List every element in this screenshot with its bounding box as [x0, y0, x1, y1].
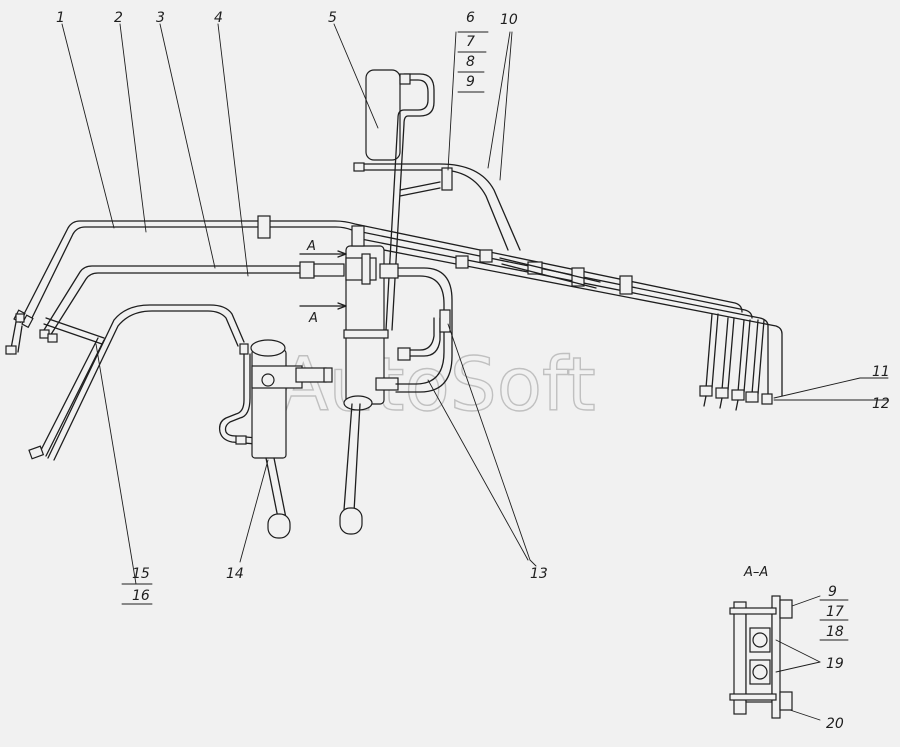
callout-11: 11 — [872, 364, 890, 380]
callout-13: 13 — [530, 566, 548, 582]
cylinder-5 — [339, 69, 521, 535]
pipe-clamps — [257, 215, 633, 295]
section-callout-19: 19 — [826, 656, 844, 672]
callout-7: 7 — [466, 34, 475, 50]
leader-lines — [61, 23, 889, 605]
section-callout-9: 9 — [828, 584, 837, 600]
callout-4: 4 — [214, 10, 223, 26]
callout-8: 8 — [466, 54, 475, 70]
callout-3: 3 — [156, 10, 165, 26]
pipe-loop-13 — [395, 267, 453, 393]
section-view-title: A–A — [743, 565, 768, 580]
cylinder-fitting — [299, 261, 411, 391]
callout-15: 15 — [132, 566, 150, 582]
main-pipe-bundle — [21, 220, 783, 397]
callout-1: 1 — [56, 10, 65, 26]
callout-5: 5 — [328, 10, 337, 26]
callout-labels: 1 2 3 4 5 6 7 8 9 10 11 12 13 14 15 16 — [56, 10, 890, 604]
callout-12: 12 — [872, 396, 890, 412]
section-mark-upper: A — [306, 239, 316, 254]
section-callout-18: 18 — [826, 624, 844, 640]
right-fittings — [699, 313, 773, 411]
callout-16: 16 — [132, 588, 150, 604]
arch-pipe-14 — [47, 304, 245, 461]
callout-9: 9 — [466, 74, 475, 90]
left-fittings — [5, 309, 105, 460]
callout-14: 14 — [226, 566, 244, 582]
callout-2: 2 — [114, 10, 123, 26]
section-markers: A A — [299, 239, 347, 326]
section-view-a-a: A–A 9 17 18 19 20 — [729, 565, 849, 732]
section-callout-20: 20 — [826, 716, 844, 732]
section-mark-lower: A — [308, 311, 318, 326]
callout-6: 6 — [466, 10, 475, 26]
section-callout-17: 17 — [826, 604, 844, 620]
cylinder-14 — [218, 339, 333, 539]
callout-10: 10 — [500, 12, 518, 28]
watermark: AutoSoft — [278, 342, 596, 428]
